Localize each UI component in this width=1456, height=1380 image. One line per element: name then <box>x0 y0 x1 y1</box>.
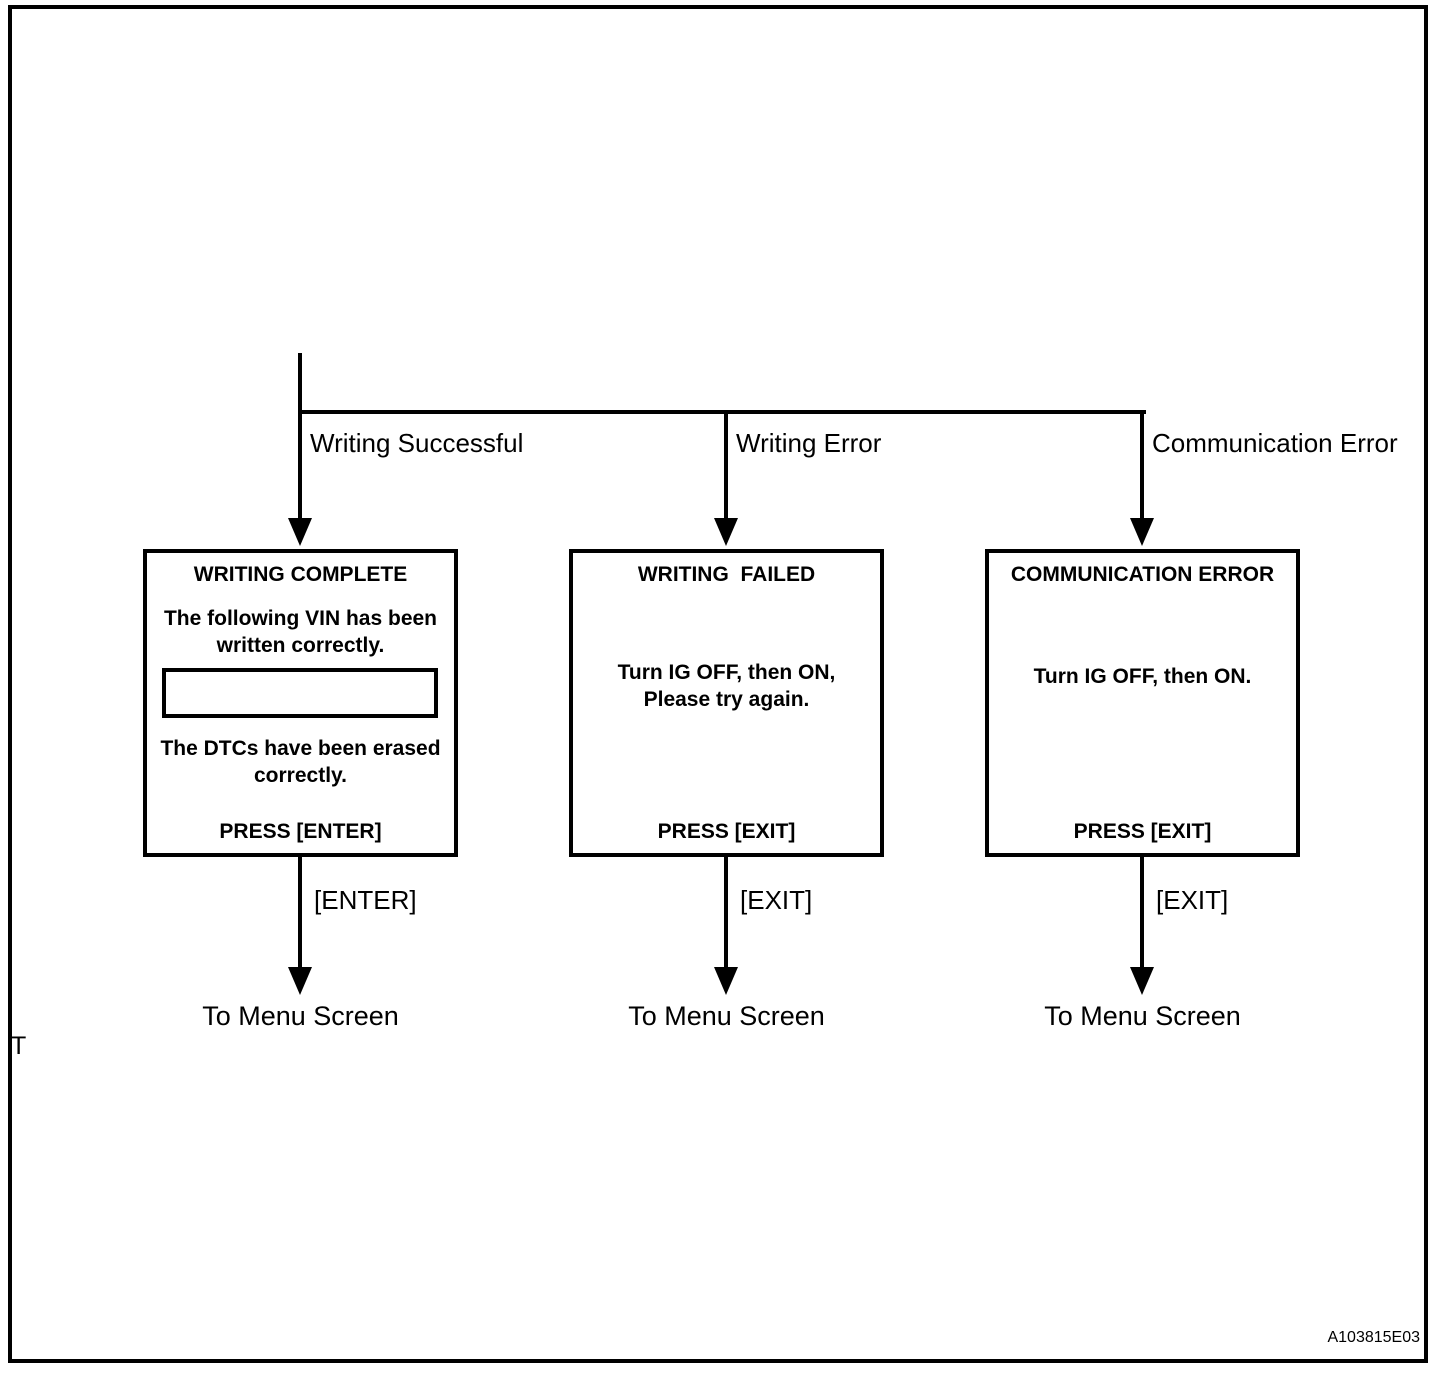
destination-menu-screen: To Menu Screen <box>1044 1001 1241 1031</box>
screen-title: WRITING COMPLETE <box>193 563 408 586</box>
key-label-exit: [EXIT] <box>1156 885 1229 915</box>
vin-value-field <box>162 668 438 718</box>
screen-message-vin: The following VIN has been written corre… <box>163 607 438 657</box>
figure-border <box>8 5 1428 1363</box>
screen-press-instruction: PRESS [ENTER] <box>219 820 382 843</box>
screen-title: WRITING FAILED <box>637 563 816 586</box>
screen-communication-error: COMMUNICATION ERROR Turn IG OFF, then ON… <box>985 549 1300 857</box>
destination-menu-screen: To Menu Screen <box>202 1001 399 1031</box>
branch-label-communication-error: Communication Error <box>1152 428 1398 458</box>
branch-label-writing-successful: Writing Successful <box>310 428 524 458</box>
destination-menu-screen: To Menu Screen <box>628 1001 825 1031</box>
arrow-line-writing-error <box>724 410 728 520</box>
left-margin-label: T <box>11 1032 27 1060</box>
arrowhead-down-icon <box>1130 967 1154 995</box>
arrowhead-down-icon <box>714 967 738 995</box>
key-label-exit: [EXIT] <box>740 885 813 915</box>
screen-writing-failed: WRITING FAILED Turn IG OFF, then ON, Ple… <box>569 549 884 857</box>
screen-message-dtc: The DTCs have been erased correctly. <box>160 737 441 787</box>
arrowhead-down-icon <box>288 967 312 995</box>
branch-label-writing-error: Writing Error <box>736 428 882 458</box>
arrow-line-enter <box>298 857 302 969</box>
arrowhead-down-icon <box>288 518 312 546</box>
screen-writing-complete: WRITING COMPLETE The following VIN has b… <box>143 549 458 857</box>
arrow-line-exit <box>724 857 728 969</box>
figure-code: A103815E03 <box>1327 1329 1420 1346</box>
screen-press-instruction: PRESS [EXIT] <box>657 820 796 843</box>
arrow-line-communication-error <box>1140 410 1144 520</box>
arrow-line-exit <box>1140 857 1144 969</box>
arrow-line-writing-successful <box>298 410 302 520</box>
screen-message: Turn IG OFF, then ON, Please try again. <box>617 661 836 711</box>
incoming-stem-line <box>298 353 302 414</box>
screen-title: COMMUNICATION ERROR <box>1010 563 1275 586</box>
branch-split-line <box>298 410 1146 414</box>
arrowhead-down-icon <box>714 518 738 546</box>
arrowhead-down-icon <box>1130 518 1154 546</box>
key-label-enter: [ENTER] <box>314 885 417 915</box>
screen-message: Turn IG OFF, then ON. <box>1033 665 1252 688</box>
screen-press-instruction: PRESS [EXIT] <box>1073 820 1212 843</box>
